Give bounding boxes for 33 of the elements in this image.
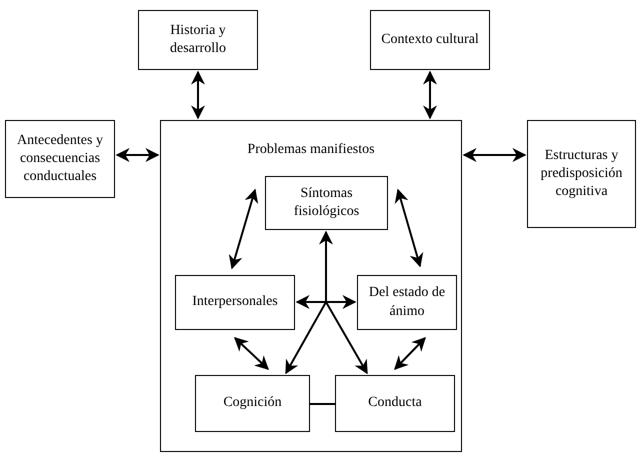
arrow <box>394 337 426 370</box>
process-box <box>175 275 295 330</box>
box-label: Interpersonales <box>192 293 278 312</box>
arrow <box>462 148 526 162</box>
box-label: Conducta <box>368 394 422 412</box>
arrow <box>191 70 205 120</box>
arrow <box>423 70 437 120</box>
box-label: Antecedentes y consecuencias conductuales <box>16 132 104 186</box>
arrow <box>285 302 327 374</box>
container-heading: Problemas manifiestos <box>247 141 375 159</box>
arrow <box>325 302 368 374</box>
arrow <box>326 295 356 309</box>
process-box <box>335 375 455 432</box>
process-box <box>5 120 115 198</box>
process-box <box>265 176 388 230</box>
arrow <box>234 337 270 370</box>
box-label: Cognición <box>223 394 282 412</box>
box-label: Del estado de ánimo <box>368 284 446 320</box>
arrow <box>394 188 424 268</box>
arrow <box>296 295 326 309</box>
process-box <box>138 10 258 70</box>
box-label: Síntomas fisiológicos <box>292 184 360 221</box>
arrow <box>319 230 333 302</box>
process-box <box>357 275 457 330</box>
process-box <box>370 10 490 70</box>
box-label: Contexto cultural <box>381 30 479 49</box>
container-box <box>160 120 462 452</box>
process-box <box>195 375 310 432</box>
box-label: Historia y desarrollo <box>169 22 227 58</box>
arrow <box>228 188 258 270</box>
arrow <box>116 148 160 162</box>
box-label: Estructuras y predisposición cognitiva <box>540 146 624 202</box>
process-box <box>527 120 636 228</box>
